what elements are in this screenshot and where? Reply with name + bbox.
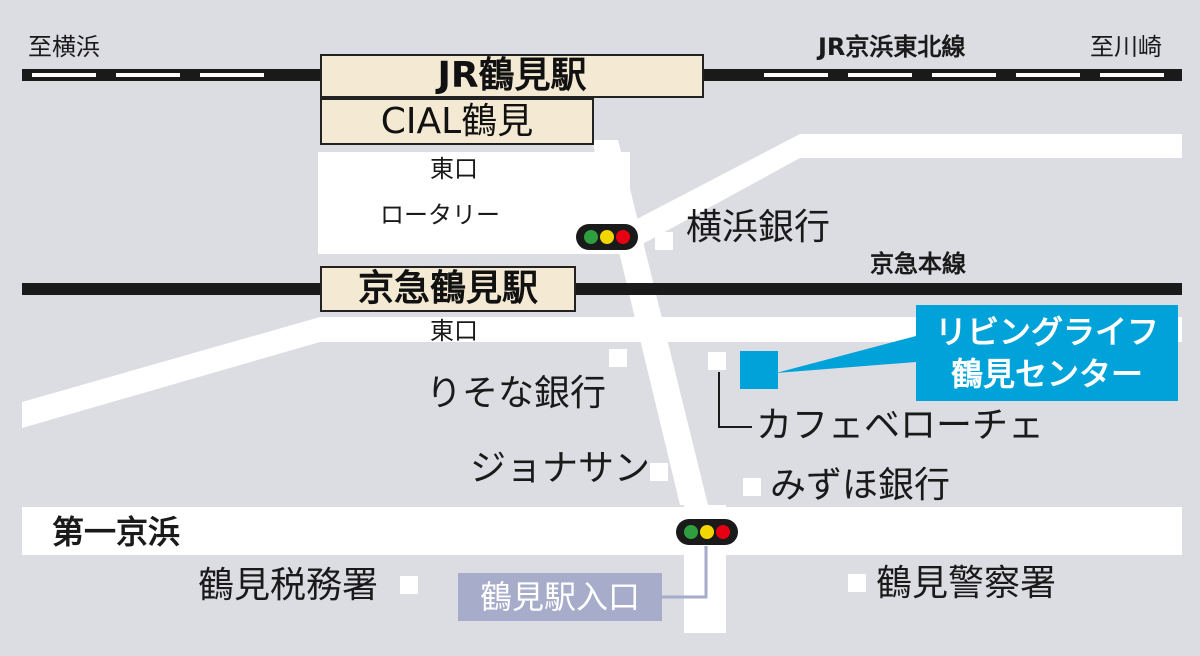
jr-tsurumi-station-box: JR鶴見駅	[320, 54, 704, 98]
keikyu-east-exit-label: 東口	[430, 317, 478, 345]
jr-tsurumi-station-label: JR鶴見駅	[437, 55, 587, 96]
rotary-label: ロータリー	[380, 201, 500, 229]
daiichi-keihin-road	[22, 507, 1182, 555]
cafe-leader-line	[718, 372, 752, 428]
station-entrance-label: 鶴見駅入口	[479, 578, 640, 616]
highlight-line-1: リビングライフ	[934, 313, 1159, 351]
cial-label: CIAL鶴見	[380, 100, 534, 142]
resona-bank-label: りそな銀行	[426, 373, 607, 414]
tax-office-marker	[400, 576, 418, 594]
highlight-pointer	[776, 336, 916, 373]
mizuho-bank-marker	[743, 478, 761, 496]
building-marker-icon	[740, 351, 778, 389]
cafe-veloce-label: カフェベローチェ	[756, 405, 1045, 446]
daiichi-keihin-label: 第一京浜	[52, 513, 181, 551]
traffic-signal-icon	[676, 519, 738, 545]
upper-right-road	[608, 134, 1182, 252]
tax-office-label: 鶴見税務署	[198, 565, 379, 606]
cial-box: CIAL鶴見	[320, 98, 594, 145]
station-entrance-box: 鶴見駅入口	[458, 573, 662, 621]
keikyu-line-track	[22, 283, 1182, 295]
signal-yellow-lamp	[600, 230, 614, 244]
yokohama-bank-label: 横浜銀行	[686, 207, 831, 248]
police-station-marker	[848, 574, 866, 592]
keikyu-tsurumi-station-label: 京急鶴見駅	[357, 268, 538, 309]
mizuho-bank-label: みずほ銀行	[770, 465, 951, 506]
direction-kawasaki-label: 至川崎	[1090, 33, 1162, 61]
signal-yellow-lamp	[700, 525, 714, 539]
highlight-line-2: 鶴見センター	[950, 355, 1143, 393]
keikyu-tsurumi-station-box: 京急鶴見駅	[320, 266, 576, 312]
jonathan-label: ジョナサン	[470, 448, 651, 489]
highlight-destination-label: リビングライフ 鶴見センター	[916, 305, 1178, 401]
jonathan-marker	[650, 463, 668, 481]
yokohama-bank-marker	[655, 232, 673, 250]
signal-green-lamp	[684, 525, 698, 539]
jr-line-name-label: JR京浜東北線	[818, 33, 966, 61]
entrance-leader-line	[662, 546, 708, 599]
pointer-lines	[662, 336, 916, 599]
rail-layer	[22, 69, 1182, 295]
jr-line-dashes	[32, 73, 1164, 77]
signal-red-lamp	[716, 525, 730, 539]
police-station-label: 鶴見警察署	[876, 563, 1057, 604]
signal-red-lamp	[616, 230, 630, 244]
jr-east-exit-label: 東口	[430, 155, 478, 183]
traffic-signal-icon	[576, 224, 638, 250]
resona-bank-marker	[609, 349, 627, 367]
direction-yokohama-label: 至横浜	[28, 33, 100, 61]
keikyu-line-name-label: 京急本線	[870, 250, 966, 278]
signal-green-lamp	[584, 230, 598, 244]
cafe-veloce-marker	[708, 352, 726, 370]
